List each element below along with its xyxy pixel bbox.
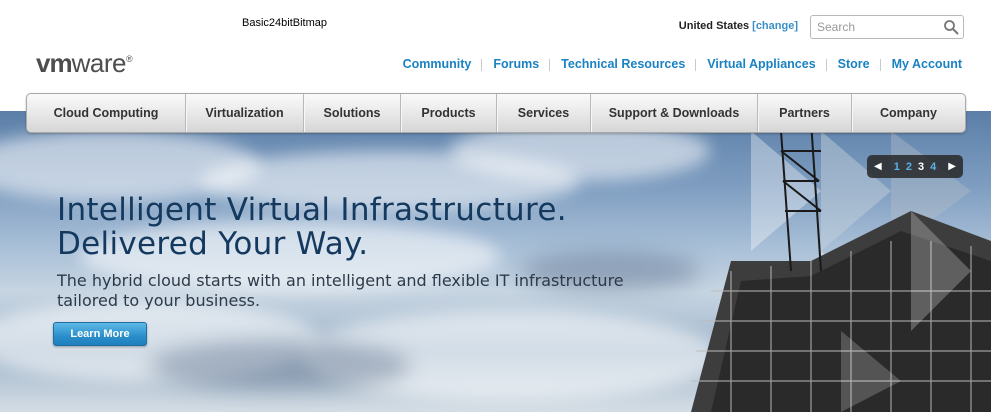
pager-page-2[interactable]: 2 [905, 160, 912, 173]
hero-subhead-line1: The hybrid cloud starts with an intellig… [57, 271, 624, 290]
chevron-right-icon[interactable]: ▶ [948, 161, 956, 172]
hero-subhead: The hybrid cloud starts with an intellig… [57, 271, 624, 311]
cloud-shape [300, 311, 720, 401]
locale-country: United States [678, 20, 750, 32]
logo-registered: ® [125, 54, 133, 64]
construction-scaffold-image [691, 120, 991, 412]
learn-more-button[interactable]: Learn More [53, 322, 147, 346]
nav-partners[interactable]: Partners [758, 94, 852, 132]
nav-cloud-computing[interactable]: Cloud Computing [27, 94, 186, 132]
search-box[interactable] [810, 15, 964, 39]
search-input[interactable] [811, 16, 931, 38]
logo-vm: vm [36, 47, 73, 78]
hero-headline: Intelligent Virtual Infrastructure. Deli… [57, 193, 567, 261]
utility-link-store[interactable]: Store [825, 57, 870, 71]
cloud-shadow [520, 251, 700, 291]
utility-link-virtual-appliances[interactable]: Virtual Appliances [695, 57, 816, 71]
nav-support-downloads[interactable]: Support & Downloads [591, 94, 758, 132]
utility-link-forums[interactable]: Forums [481, 57, 540, 71]
utility-link-my-account[interactable]: My Account [879, 57, 962, 71]
locale-selector: United States [change] [679, 20, 798, 32]
pager-page-4[interactable]: 4 [930, 160, 937, 173]
main-nav: Cloud Computing Virtualization Solutions… [26, 93, 966, 133]
cloud-shadow [150, 341, 410, 391]
pager-page-3[interactable]: 3 [918, 160, 925, 173]
image-caption: Basic24bitBitmap [242, 17, 327, 29]
nav-products[interactable]: Products [401, 94, 497, 132]
pager-pages: 1 2 3 4 [894, 161, 937, 173]
nav-services[interactable]: Services [497, 94, 591, 132]
pager-page-1[interactable]: 1 [893, 160, 900, 173]
utility-link-community[interactable]: Community [402, 57, 472, 71]
logo-ware: ware [71, 47, 127, 78]
hero-subhead-line2: tailored to your business. [57, 291, 261, 310]
chevron-left-icon[interactable]: ◀ [874, 161, 882, 172]
hero-pager: ◀ 1 2 3 4 ▶ [867, 155, 963, 178]
utility-link-technical-resources[interactable]: Technical Resources [549, 57, 686, 71]
hero-headline-line1: Intelligent Virtual Infrastructure. [57, 192, 567, 228]
search-icon[interactable] [943, 19, 959, 35]
hero-headline-line2: Delivered Your Way. [57, 226, 369, 262]
utility-nav: Community Forums Technical Resources Vir… [403, 57, 962, 71]
locale-change-link[interactable]: [change] [752, 20, 798, 32]
nav-company[interactable]: Company [880, 106, 937, 120]
nav-solutions[interactable]: Solutions [304, 94, 401, 132]
nav-virtualization[interactable]: Virtualization [186, 94, 304, 132]
cloud-shape [80, 221, 500, 291]
